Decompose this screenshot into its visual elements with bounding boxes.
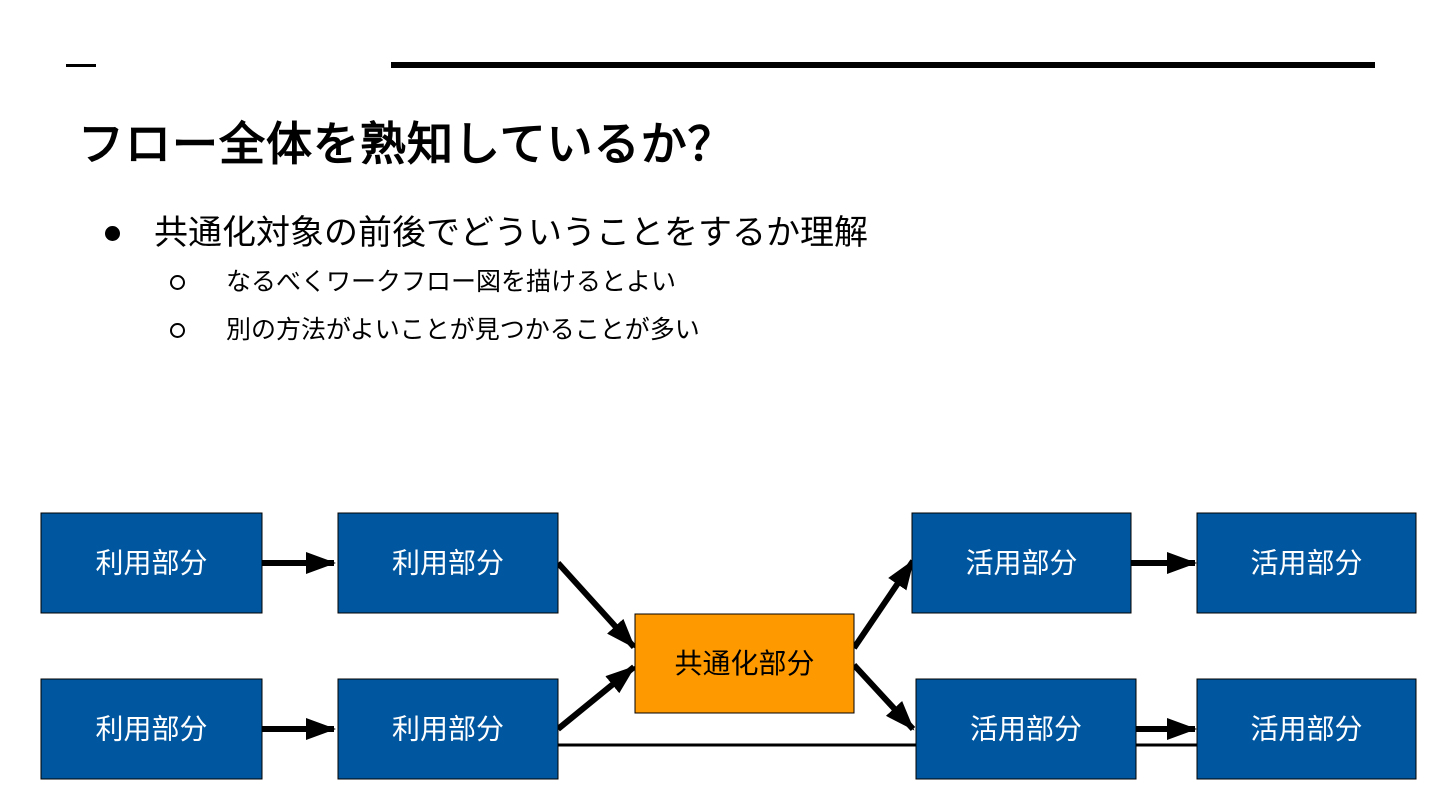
arrow-connector (851, 559, 916, 650)
slide-title: フロー全体を熟知しているか？ (78, 117, 735, 171)
subbullet-text: 別の方法がよいことが見つかることが多い (226, 315, 700, 344)
bullet-circle-icon (170, 275, 185, 290)
box-label: 共通化部分 (674, 647, 814, 680)
use-box-top-1: 利用部分 (40, 512, 263, 614)
box-label: 利用部分 (392, 713, 504, 746)
subbullet-item: なるべくワークフロー図を描けるとよい (168, 258, 868, 306)
arrow-connector (555, 560, 637, 650)
subbullet-text: なるべくワークフロー図を描けるとよい (226, 267, 677, 296)
use-box-top-2: 利用部分 (337, 512, 559, 614)
subbullet-item: 別の方法がよいことが見つかることが多い (168, 306, 868, 354)
box-label: 活用部分 (965, 547, 1077, 580)
common-box: 共通化部分 (634, 613, 855, 714)
use-box-bottom-1: 利用部分 (40, 678, 263, 780)
connectors (262, 552, 1197, 747)
arrow-connector (556, 664, 636, 732)
bullet-dot-icon (105, 226, 120, 241)
apply-box-bottom-1: 活用部分 (915, 678, 1137, 780)
apply-box-bottom-2: 活用部分 (1196, 678, 1417, 780)
bullet-list: 共通化対象の前後でどういうことをするか理解 なるべくワークフロー図を描けるとよい… (100, 208, 868, 354)
arrow-connector (851, 662, 916, 732)
box-label: 利用部分 (95, 547, 207, 580)
apply-box-top-2: 活用部分 (1196, 512, 1417, 614)
bullet-item: 共通化対象の前後でどういうことをするか理解 (100, 208, 868, 258)
box-label: 活用部分 (1250, 713, 1362, 746)
bullet-circle-icon (170, 323, 185, 338)
use-box-bottom-2: 利用部分 (337, 678, 559, 780)
box-label: 利用部分 (392, 547, 504, 580)
apply-box-top-1: 活用部分 (911, 512, 1132, 614)
box-label: 利用部分 (95, 713, 207, 746)
box-label: 活用部分 (970, 713, 1082, 746)
box-label: 活用部分 (1250, 547, 1362, 580)
header-accent-short (66, 64, 96, 67)
bullet-text: 共通化対象の前後でどういうことをするか理解 (154, 213, 868, 253)
header-accent-long (391, 62, 1375, 68)
